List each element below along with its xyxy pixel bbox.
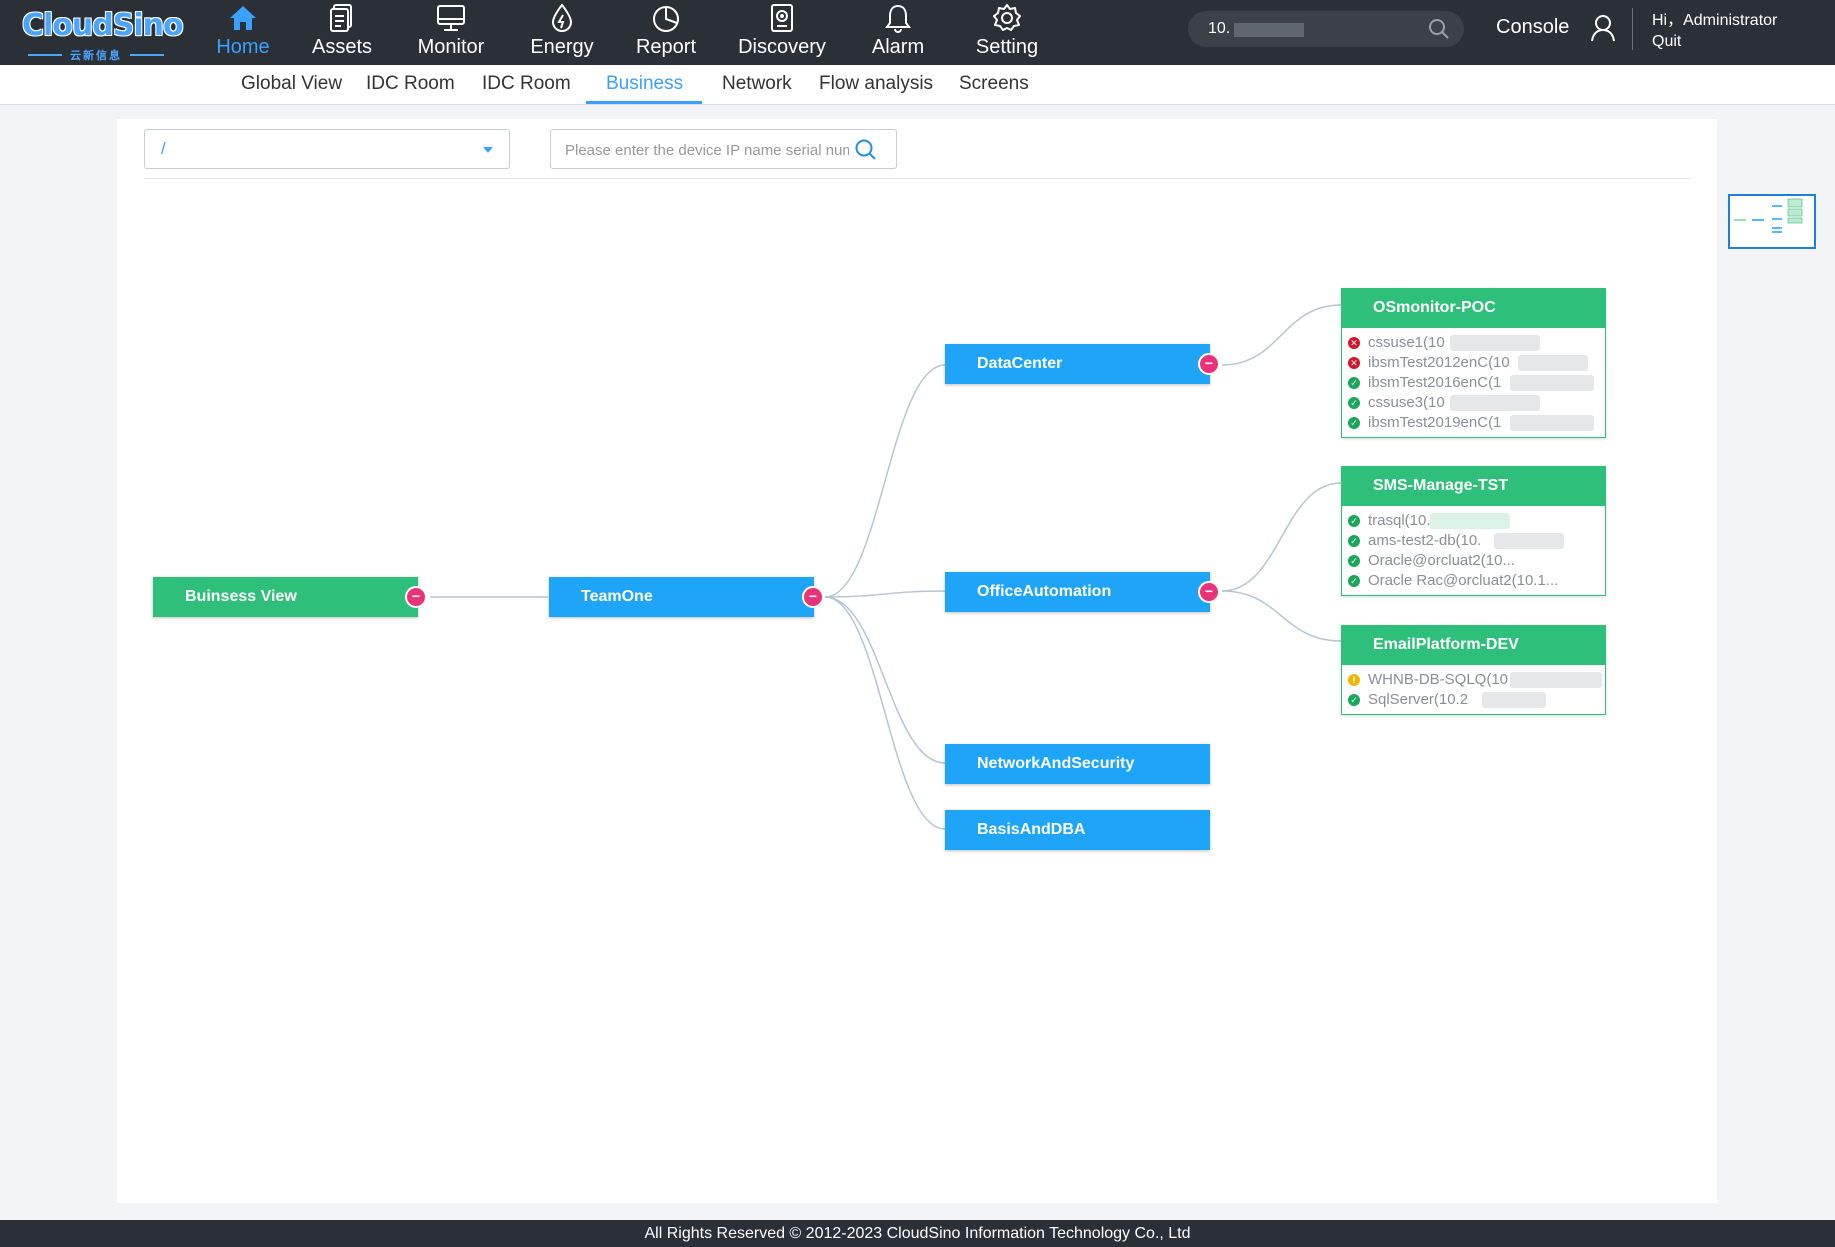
discovery-icon <box>765 2 799 34</box>
footer-copyright: All Rights Reserved © 2012-2023 CloudSin… <box>644 1225 1191 1242</box>
collapse-officeautomation-button[interactable]: − <box>1198 581 1220 603</box>
footer: All Rights Reserved © 2012-2023 CloudSin… <box>0 1220 1835 1247</box>
ok-status-icon: ✓ <box>1348 694 1360 706</box>
collapse-root-button[interactable]: − <box>405 586 427 608</box>
ok-status-icon: ✓ <box>1348 575 1360 587</box>
topology-minimap[interactable] <box>1728 194 1816 249</box>
nav-setting[interactable]: Setting <box>949 0 1065 65</box>
device-row[interactable]: ✓cssuse3(10 <box>1342 393 1605 413</box>
tab-screens[interactable]: Screens <box>959 73 1029 94</box>
device-row[interactable]: !WHNB-DB-SQLQ(10 <box>1342 670 1605 690</box>
device-row[interactable]: ✕cssuse1(10 <box>1342 333 1605 353</box>
device-row[interactable]: ✓Oracle Rac@orcluat2(10.1... <box>1342 571 1605 591</box>
assets-icon <box>325 2 359 34</box>
path-select-value: / <box>161 139 166 158</box>
energy-icon <box>545 2 579 34</box>
system-card-title[interactable]: OSmonitor-POC <box>1342 289 1605 328</box>
toolbar-divider <box>144 178 1691 179</box>
caret-down-icon <box>483 147 493 153</box>
user-greeting: Hi，Administrator <box>1652 12 1778 29</box>
setting-icon <box>990 2 1024 34</box>
system-card-title[interactable]: SMS-Manage-TST <box>1342 467 1605 506</box>
device-row[interactable]: ✕ibsmTest2012enC(10 <box>1342 353 1605 373</box>
monitor-icon <box>434 2 468 34</box>
active-tab-indicator <box>586 101 702 104</box>
device-search-input[interactable] <box>565 139 849 161</box>
tab-network[interactable]: Network <box>722 73 792 94</box>
report-icon <box>649 2 683 34</box>
collapse-datacenter-button[interactable]: − <box>1198 353 1220 375</box>
device-row[interactable]: ✓ibsmTest2019enC(1 <box>1342 413 1605 433</box>
warning-status-icon: ! <box>1348 674 1360 686</box>
user-icon[interactable] <box>1590 14 1616 47</box>
top-navbar: CloudSino 云新信息 Home Assets Monitor <box>0 0 1835 65</box>
ok-status-icon: ✓ <box>1348 417 1360 429</box>
nav-report[interactable]: Report <box>615 0 717 65</box>
system-card: EmailPlatform-DEV !WHNB-DB-SQLQ(10 ✓SqlS… <box>1341 625 1606 715</box>
nav-discovery[interactable]: Discovery <box>717 0 847 65</box>
device-search <box>550 129 897 169</box>
nav-monitor[interactable]: Monitor <box>393 0 509 65</box>
node-team[interactable]: TeamOne <box>549 577 814 617</box>
logo-subtitle: 云新信息 <box>70 50 122 62</box>
path-select[interactable]: / <box>144 129 510 169</box>
error-status-icon: ✕ <box>1348 357 1360 369</box>
system-card: OSmonitor-POC ✕cssuse1(10 ✕ibsmTest2012e… <box>1341 288 1606 438</box>
global-search-value: 10. <box>1208 20 1231 37</box>
node-root[interactable]: Buinsess View <box>153 577 418 617</box>
ok-status-icon: ✓ <box>1348 555 1360 567</box>
search-icon[interactable] <box>1428 18 1450 45</box>
logo-wordmark: CloudSino <box>22 8 184 43</box>
ok-status-icon: ✓ <box>1348 397 1360 409</box>
cloudsino-logo[interactable]: CloudSino 云新信息 <box>22 6 184 62</box>
ok-status-icon: ✓ <box>1348 535 1360 547</box>
tab-idc-room-2[interactable]: IDC Room <box>482 73 571 94</box>
device-row[interactable]: ✓trasql(10. <box>1342 511 1605 531</box>
ok-status-icon: ✓ <box>1348 377 1360 389</box>
alarm-icon <box>881 2 915 34</box>
search-icon[interactable] <box>854 138 878 167</box>
sub-tab-bar: Global View IDC Room IDC Room Business N… <box>0 65 1835 105</box>
collapse-team-button[interactable]: − <box>802 586 824 608</box>
minimap-preview <box>1734 198 1803 233</box>
device-row[interactable]: ✓ams-test2-db(10. <box>1342 531 1605 551</box>
home-icon <box>226 2 260 34</box>
device-row[interactable]: ✓ibsmTest2016enC(1 <box>1342 373 1605 393</box>
tab-idc-room[interactable]: IDC Room <box>366 73 455 94</box>
global-search-input[interactable]: 10. <box>1188 11 1464 47</box>
node-group-officeautomation[interactable]: OfficeAutomation <box>945 572 1210 612</box>
system-card-title[interactable]: EmailPlatform-DEV <box>1342 626 1605 665</box>
ok-status-icon: ✓ <box>1348 515 1360 527</box>
nav-alarm[interactable]: Alarm <box>847 0 949 65</box>
node-group-basisanddba[interactable]: BasisAndDBA <box>945 810 1210 850</box>
tab-global-view[interactable]: Global View <box>241 73 343 94</box>
system-card: SMS-Manage-TST ✓trasql(10. ✓ams-test2-db… <box>1341 466 1606 596</box>
device-row[interactable]: ✓Oracle@orcluat2(10... <box>1342 551 1605 571</box>
header-divider <box>1632 8 1633 50</box>
node-group-networkandsecurity[interactable]: NetworkAndSecurity <box>945 744 1210 784</box>
nav-home[interactable]: Home <box>195 0 291 65</box>
main-nav: Home Assets Monitor Energy Report <box>195 0 1065 65</box>
nav-energy[interactable]: Energy <box>509 0 615 65</box>
node-group-datacenter[interactable]: DataCenter <box>945 344 1210 384</box>
quit-link[interactable]: Quit <box>1652 33 1682 50</box>
tab-business[interactable]: Business <box>606 73 684 94</box>
device-row[interactable]: ✓SqlServer(10.2 <box>1342 690 1605 710</box>
tab-flow-analysis[interactable]: Flow analysis <box>819 73 934 94</box>
redacted-ip <box>1234 23 1304 37</box>
console-link[interactable]: Console <box>1496 16 1570 38</box>
nav-assets[interactable]: Assets <box>291 0 393 65</box>
error-status-icon: ✕ <box>1348 337 1360 349</box>
